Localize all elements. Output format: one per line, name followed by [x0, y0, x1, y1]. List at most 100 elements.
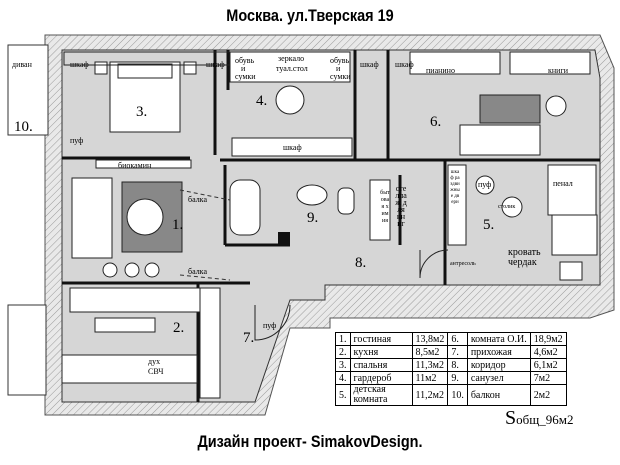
total-area-value: общ_96м2 — [516, 412, 574, 427]
kitchen-bottom-counter — [61, 354, 198, 384]
legend-row: 2. кухня 8,5м2 7. прихожая 4,6м2 — [335, 345, 567, 359]
legend-area: 2м2 — [529, 384, 567, 406]
label-obuv-2-a: обувь — [330, 56, 350, 65]
label-divan: диван — [12, 60, 32, 69]
legend-area: 6,1м2 — [529, 358, 567, 372]
room-label-3: 3. — [136, 104, 148, 120]
legend-name: санузел — [466, 371, 531, 385]
legend-row: 4. гардероб 11м2 9. санузел 7м2 — [335, 371, 567, 385]
label-obuv-1-a: обувь — [235, 56, 255, 65]
room6-armchair — [545, 95, 567, 117]
label-shkaf-gardrob: шкаф — [283, 143, 302, 152]
bathtub — [229, 179, 261, 236]
legend-name: спальня — [349, 358, 413, 372]
wardrobe-room-shelves — [229, 51, 351, 83]
wardrobe-ottoman — [275, 85, 305, 115]
room-legend: 1. гостиная 13,8м2 6. комната О.И. 18,9м… — [335, 332, 567, 406]
kids-wardrobe — [447, 164, 467, 246]
room-label-4: 4. — [256, 93, 268, 109]
legend-area: 4,6м2 — [529, 345, 567, 359]
legend-row: 1. гостиная 13,8м2 6. комната О.И. 18,9м… — [335, 332, 567, 346]
label-krovat-b: чердак — [508, 257, 537, 268]
beam-line-1 — [179, 189, 231, 201]
room-label-10: 10. — [14, 119, 33, 135]
label-stelazh: стеллаж для книг — [395, 184, 407, 228]
room-label-1: 1. — [172, 217, 184, 233]
label-zerkalo-b: туал.стол — [276, 64, 308, 73]
label-shkaf-4: шкаф — [395, 60, 414, 69]
room-label-9: 9. — [307, 210, 319, 226]
label-obuv-2-c: сумки — [330, 72, 351, 81]
legend-num: 1. — [335, 332, 351, 346]
legend-name: коридор — [466, 358, 531, 372]
piano — [409, 51, 501, 75]
total-area: Sобщ_96м2 — [505, 407, 573, 430]
legend-area: 11м2 — [411, 371, 449, 385]
toilet — [337, 187, 355, 215]
pouf-living-3 — [144, 262, 160, 278]
legend-name: кухня — [349, 345, 413, 359]
nightstand-right — [183, 61, 197, 75]
column — [278, 232, 290, 244]
room6-table — [479, 94, 541, 124]
legend-name: балкон — [466, 384, 531, 406]
fireplace — [95, 159, 192, 169]
legend-area: 13,8м2 — [411, 332, 449, 346]
pouf-living-1 — [102, 262, 118, 278]
label-knigi: книги — [548, 66, 569, 75]
label-shkaf-3: шкаф — [360, 60, 379, 69]
label-zerkalo-a: зеркало — [278, 54, 305, 63]
label-obuv-1-b: и — [241, 64, 246, 73]
legend-area: 8,5м2 — [411, 345, 449, 359]
legend-num: 2. — [335, 345, 351, 359]
legend-num: 5. — [335, 384, 351, 406]
kids-ladder — [559, 261, 583, 281]
legend-num: 7. — [447, 345, 468, 359]
coffee-table — [126, 198, 164, 236]
legend-name: гардероб — [349, 371, 413, 385]
balcony-room — [7, 44, 49, 136]
room6-sofa — [459, 124, 541, 156]
label-dukh: дух — [148, 357, 161, 366]
legend-row: 5. детская комната 11,2м2 10. балкон 2м2 — [335, 384, 567, 406]
legend-area: 18,9м2 — [529, 332, 567, 346]
total-area-prefix: S — [505, 407, 517, 429]
room-label-6: 6. — [430, 114, 442, 130]
door-kids — [419, 249, 449, 279]
legend-num: 6. — [447, 332, 468, 346]
kitchen-column-unit — [199, 287, 221, 399]
label-balka-1: балка — [188, 195, 207, 204]
legend-name: детская комната — [349, 384, 413, 406]
kids-pencil-case — [547, 164, 597, 216]
legend-row: 3. спальня 11,3м2 8. коридор 6,1м2 — [335, 358, 567, 372]
beam-line-2 — [179, 274, 231, 281]
label-biokamin: биокамин — [118, 161, 152, 170]
label-antresol: антресоль — [450, 261, 476, 267]
kids-table — [501, 196, 523, 218]
page-title: Москва. ул.Тверская 19 — [226, 6, 394, 25]
label-pianino: пианино — [426, 66, 455, 75]
pouf-living-2 — [124, 262, 140, 278]
legend-area: 11,3м2 — [411, 358, 449, 372]
label-shkaf-kid: шкаф раздвижные двери — [450, 170, 460, 205]
label-bytovaya: бытовая химия — [380, 190, 390, 224]
room-label-2: 2. — [173, 320, 185, 336]
legend-num: 10. — [447, 384, 468, 406]
sofa — [71, 177, 113, 259]
legend-num: 8. — [447, 358, 468, 372]
legend-num: 4. — [335, 371, 351, 385]
kitchen-island — [94, 317, 156, 333]
label-shkaf-2: шкаф — [206, 60, 225, 69]
bookshelf — [509, 51, 591, 75]
label-stolik: столик — [498, 204, 516, 210]
label-obuv-2-b: и — [336, 64, 341, 73]
legend-num: 9. — [447, 371, 468, 385]
door-entrance — [254, 304, 291, 341]
designer-credit: Дизайн проект- SimakovDesign. — [197, 432, 423, 451]
bed-pillows — [117, 63, 173, 79]
label-balka-2: балка — [188, 267, 207, 276]
label-svch: СВЧ — [148, 367, 164, 376]
label-puf-1: пуф — [70, 136, 84, 145]
room-label-8: 8. — [355, 255, 367, 271]
